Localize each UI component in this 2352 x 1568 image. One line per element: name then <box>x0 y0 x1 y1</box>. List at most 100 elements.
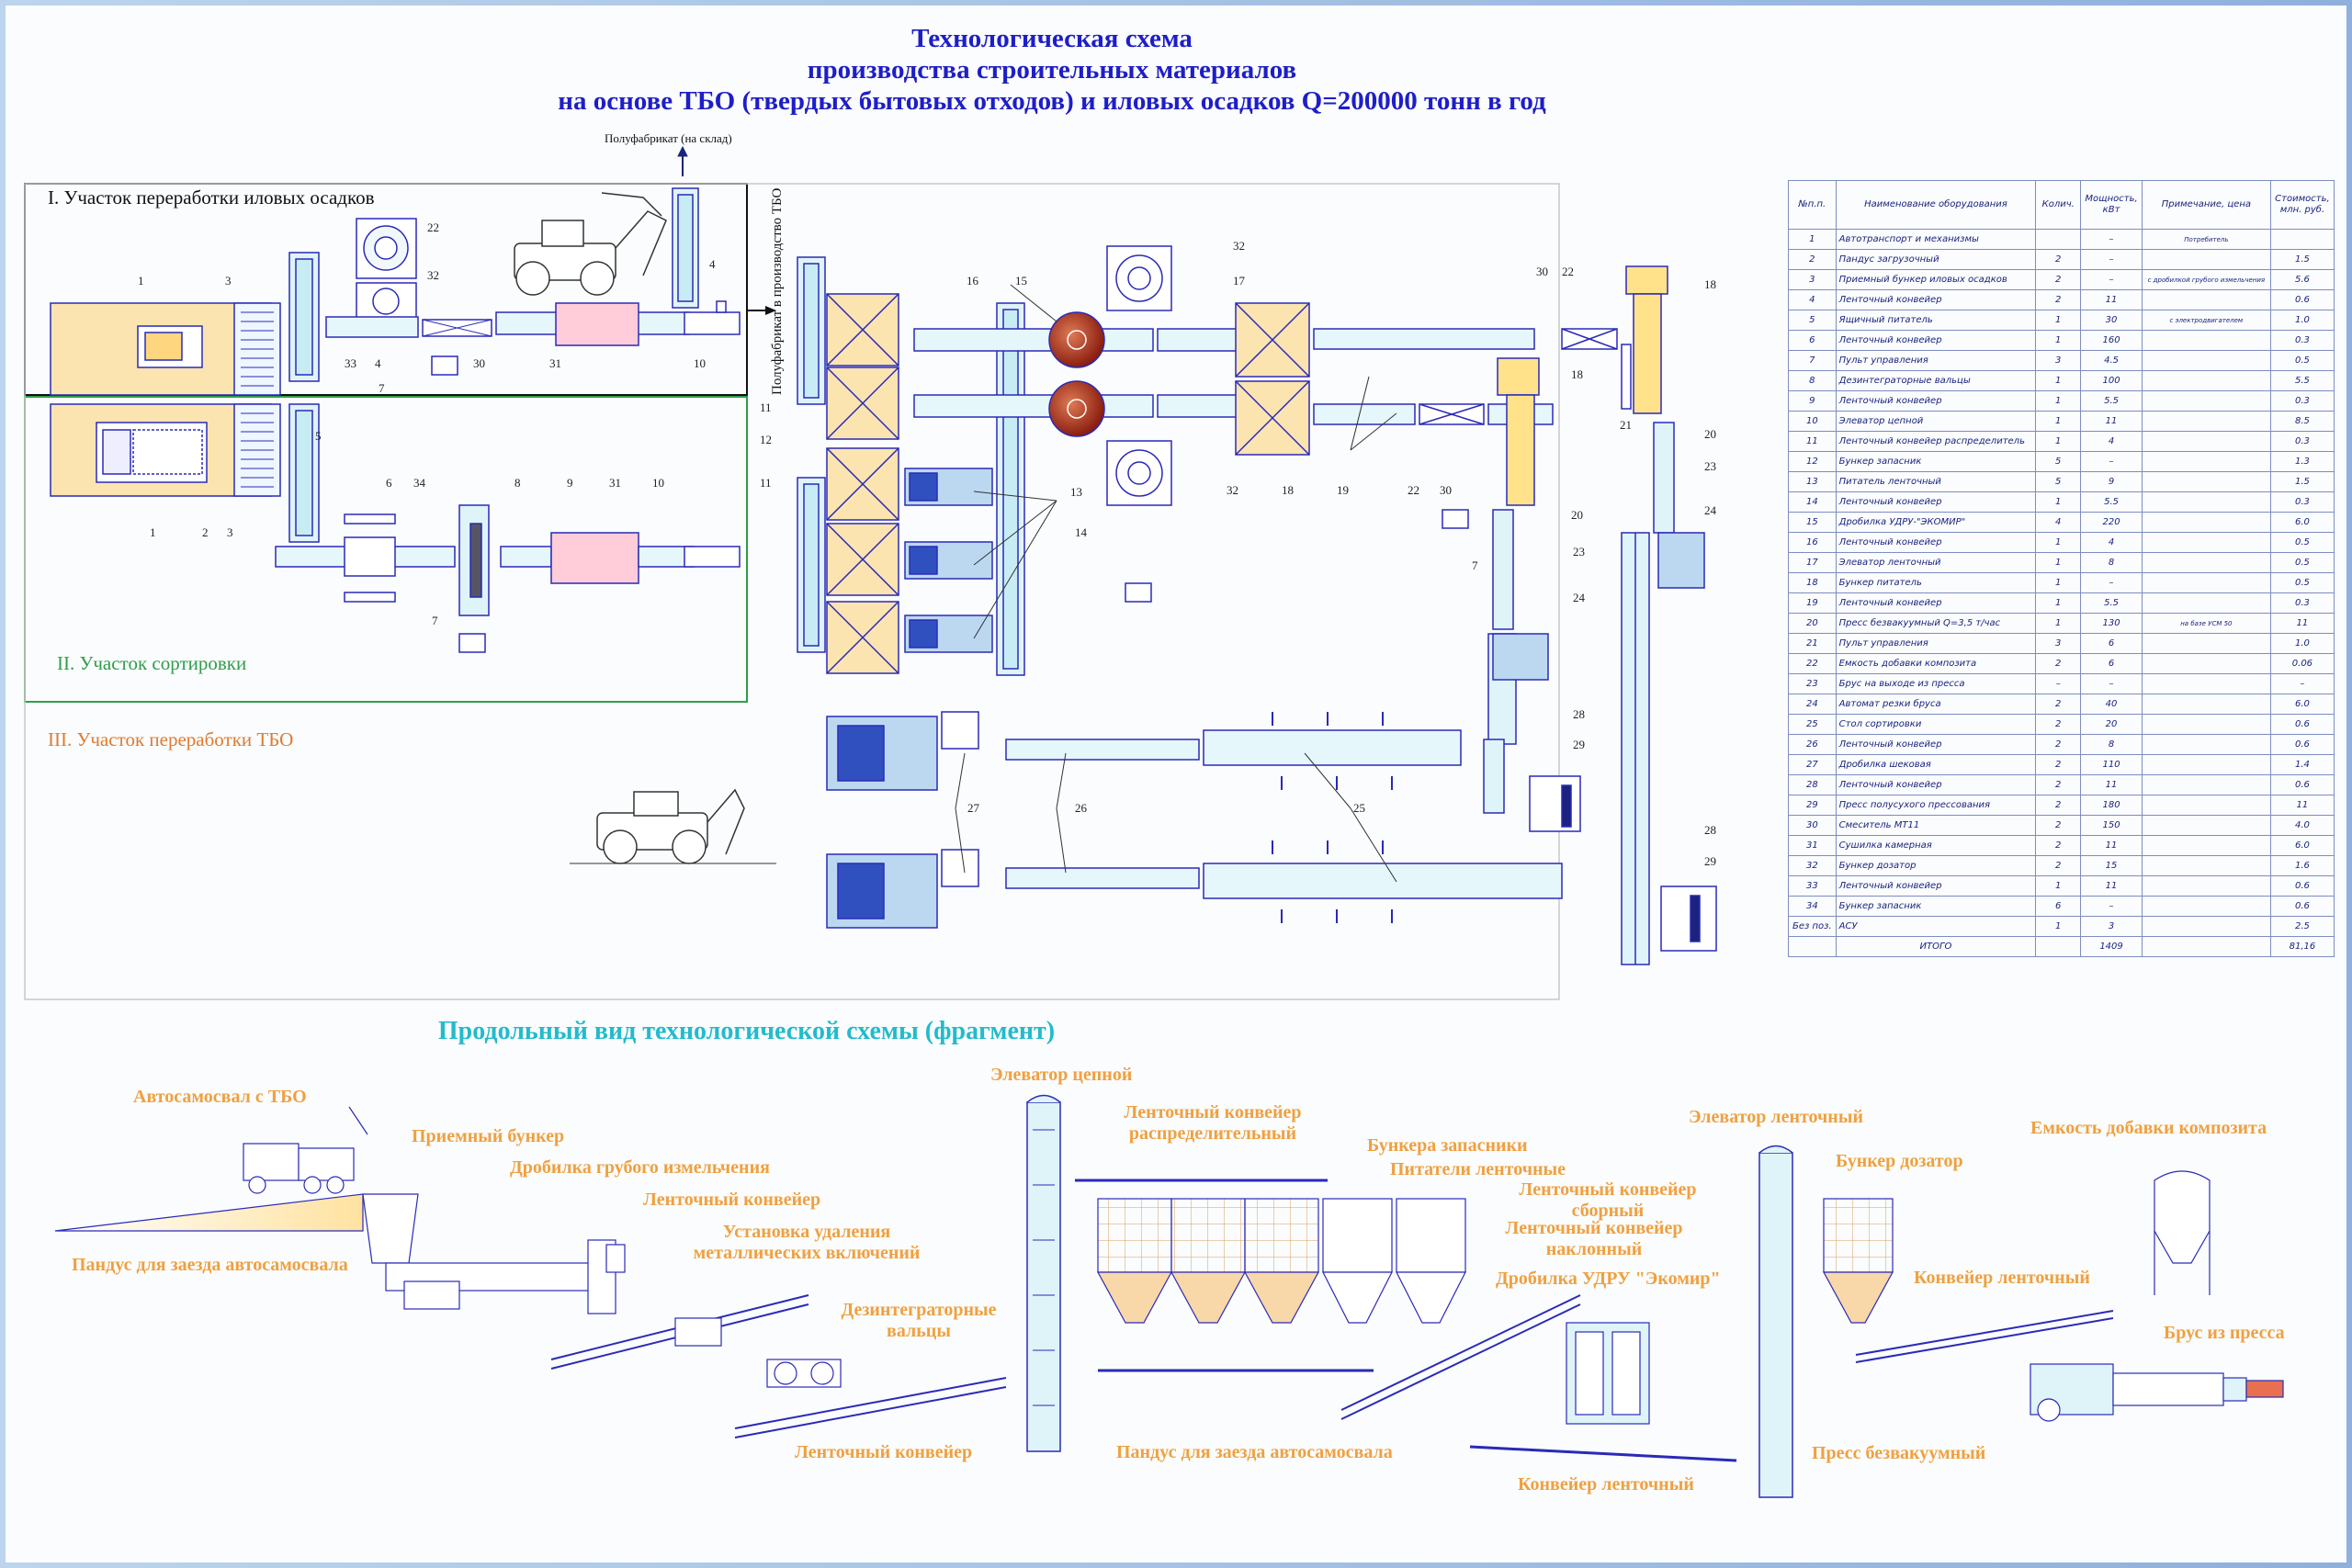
conveyors-section2 <box>275 504 741 616</box>
row-num: 21 <box>1788 633 1837 654</box>
callout-10: 10 <box>694 356 706 370</box>
jaw-crushers-plan <box>826 711 979 929</box>
row-power: 11 <box>2080 835 2143 856</box>
row-note <box>2141 633 2271 654</box>
callout-10b: 10 <box>652 476 664 490</box>
row-cost: – <box>2269 673 2335 694</box>
row-power: 20 <box>2080 714 2143 735</box>
long-ramp-truck <box>54 1106 368 1232</box>
row-power: 100 <box>2080 370 2143 391</box>
row-name: Пульт управления <box>1835 350 2037 371</box>
row-qty: 1 <box>2035 370 2082 391</box>
title-line-3: на основе ТБО (твердых бытовых отходов) … <box>558 86 1546 116</box>
row-power: 11 <box>2080 774 2143 795</box>
row-qty: 2 <box>2035 653 2082 674</box>
callout-3: 3 <box>225 274 232 288</box>
reserve-hoppers-plan <box>826 293 899 674</box>
row-cost: 6.0 <box>2269 694 2335 715</box>
row-name: Бункер питатель <box>1835 572 2037 593</box>
conveyors-19 <box>1313 328 1618 425</box>
callout-1: 1 <box>138 274 144 288</box>
label-belt-elevator: Элеватор ленточный <box>1689 1107 1863 1127</box>
conveyors-to-crushers <box>913 328 1241 418</box>
row-num: 5 <box>1788 310 1837 331</box>
row-name: Дезинтеграторные вальцы <box>1835 370 2037 391</box>
long-reserve-hoppers <box>1096 1198 1466 1324</box>
header-name: Наименование оборудования <box>1835 180 2037 230</box>
row-power: – <box>2080 673 2143 694</box>
callout-20b: 20 <box>1571 508 1583 522</box>
title-line-1: Технологическая схема <box>911 24 1193 53</box>
row-num: 24 <box>1788 694 1837 715</box>
row-num: 14 <box>1788 491 1837 513</box>
label-reserve-hoppers: Бункера запасники <box>1367 1135 1528 1156</box>
callout-31b: 31 <box>609 476 621 490</box>
callout-13: 13 <box>1070 485 1082 499</box>
callout-32c: 32 <box>1227 483 1238 497</box>
row-power: – <box>2080 896 2143 917</box>
row-power: – <box>2080 572 2143 593</box>
row-cost: 0.5 <box>2269 532 2335 553</box>
belt-feeders-plan <box>904 468 993 653</box>
row-num: 18 <box>1788 572 1837 593</box>
row-qty: 4 <box>2035 512 2082 533</box>
row-note <box>2141 289 2271 310</box>
header-power: Мощность, кВт <box>2080 180 2143 230</box>
row-num: 2 <box>1788 249 1837 270</box>
row-note <box>2141 532 2271 553</box>
callout-7: 7 <box>379 381 385 395</box>
callout-14: 14 <box>1075 525 1087 539</box>
row-name: Ленточный конвейер распределитель <box>1835 431 2037 452</box>
label-disintegrator: Дезинтеграторные вальцы <box>841 1300 997 1341</box>
callout-11: 11 <box>760 400 772 414</box>
row-power: 130 <box>2080 613 2143 634</box>
header-num: №п.п. <box>1788 180 1837 230</box>
row-num: 27 <box>1788 754 1837 775</box>
row-name: Пресс полусухого прессования <box>1835 795 2037 816</box>
row-note <box>2141 774 2271 795</box>
loader-section1 <box>514 192 667 296</box>
row-cost: 0.3 <box>2269 592 2335 614</box>
callout-34: 34 <box>413 476 425 490</box>
row-power: 5.5 <box>2080 592 2143 614</box>
row-name: Дробилка УДРУ-"ЭКОМИР" <box>1835 512 2037 533</box>
semi-product-arrow <box>677 145 688 176</box>
row-num: 6 <box>1788 330 1837 351</box>
dosing-hoppers-center <box>1106 245 1172 506</box>
row-cost: 0.3 <box>2269 330 2335 351</box>
row-name: АСУ <box>1835 916 2037 937</box>
row-cost: 5.5 <box>2269 370 2335 391</box>
callout-25: 25 <box>1353 801 1365 815</box>
callout-2: 2 <box>202 525 209 539</box>
row-note <box>2141 673 2271 694</box>
row-qty: 2 <box>2035 714 2082 735</box>
row-cost: 11 <box>2269 613 2335 634</box>
callout-28b: 28 <box>1704 823 1716 837</box>
elevator-section1 <box>672 187 699 309</box>
row-note <box>2141 754 2271 775</box>
total-empty-2 <box>2035 936 2082 957</box>
row-cost: 6.0 <box>2269 512 2335 533</box>
row-note <box>2141 370 2271 391</box>
label-ramp-left: Пандус для заезда автосамосвала <box>72 1255 348 1275</box>
label-receiving-hopper: Приемный бункер <box>412 1126 565 1146</box>
callout-4b: 4 <box>709 257 716 271</box>
row-qty: 2 <box>2035 855 2082 876</box>
collecting-conveyors <box>996 302 1025 676</box>
row-num: 9 <box>1788 390 1837 412</box>
callout-22: 22 <box>427 220 439 234</box>
row-num: 4 <box>1788 289 1837 310</box>
row-power: 8 <box>2080 734 2143 755</box>
callout-18c: 18 <box>1571 367 1583 381</box>
semi-product-label: Полуфабрикат (на склад) <box>605 131 732 145</box>
callout-3b: 3 <box>227 525 233 539</box>
total-empty <box>1788 936 1837 957</box>
